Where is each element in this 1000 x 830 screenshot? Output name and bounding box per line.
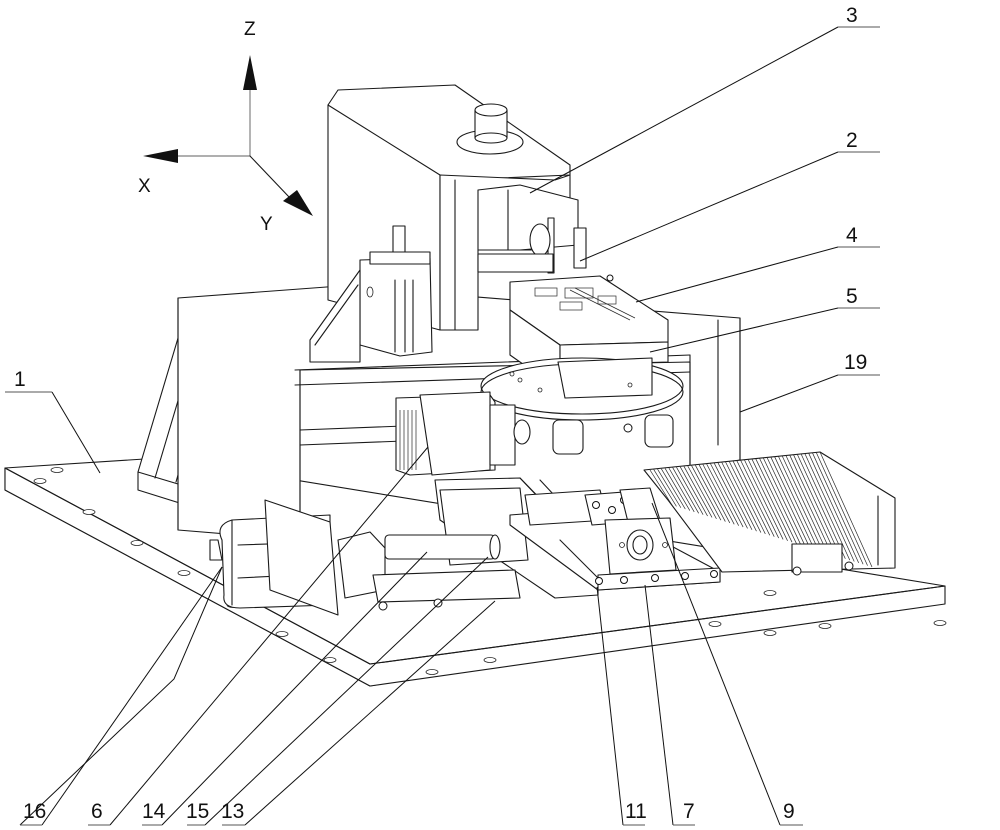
- rotary-disc: [480, 357, 684, 455]
- vertical-slide: [309, 225, 433, 363]
- bellows-pleat: [747, 459, 788, 541]
- bellows-pleat: [713, 463, 748, 529]
- leader-15: [204, 556, 489, 826]
- leader-6: [109, 446, 429, 826]
- bellows-pleat: [766, 457, 811, 548]
- bellows-pleat: [725, 461, 762, 533]
- bellows-pleat: [710, 463, 744, 528]
- bellows-pleat: [774, 456, 819, 551]
- x-motor: [209, 499, 386, 616]
- bellows-pleat: [721, 462, 757, 532]
- callout-9: 9: [783, 800, 795, 823]
- bellows-pleat: [687, 465, 717, 519]
- callout-3: 3: [846, 4, 858, 27]
- bellows-pleat: [785, 455, 833, 555]
- probe-assembly: [477, 217, 587, 274]
- leader-2: [579, 151, 839, 262]
- bellows-pleat: [661, 468, 686, 510]
- bellows-pleat: [702, 464, 735, 525]
- bellows-pleat: [781, 455, 828, 554]
- fixture-details: [534, 274, 636, 321]
- leader-16: [19, 566, 223, 826]
- bellows-pleat: [808, 453, 859, 564]
- bellows-pleat: [815, 452, 868, 566]
- callout-13: 13: [221, 800, 244, 823]
- y-motor: [395, 391, 531, 476]
- bellows-pleat: [800, 453, 851, 561]
- bellows-pleat: [789, 455, 837, 557]
- bellows-pleat: [668, 467, 695, 513]
- callout-7: 7: [683, 800, 695, 823]
- bellows-pleat: [691, 465, 722, 521]
- leader-3: [529, 26, 839, 194]
- bellows-pleat: [732, 461, 771, 536]
- bellows-pleat: [763, 457, 806, 547]
- bellows-pleat: [819, 451, 873, 568]
- bellows-pleat: [679, 466, 708, 517]
- bellows-pleat: [812, 452, 864, 565]
- leader-4: [635, 246, 839, 303]
- bellows-pleat: [698, 464, 731, 524]
- callout-4: 4: [846, 224, 858, 247]
- bearing-block: [595, 487, 721, 591]
- bellows-pleat: [759, 458, 802, 546]
- callout-2: 2: [846, 129, 858, 152]
- callout-19: 19: [844, 351, 867, 374]
- bellows-pleat: [695, 465, 726, 522]
- leader-9: [651, 502, 781, 826]
- callout-14: 14: [142, 800, 166, 823]
- bellows-pleat: [736, 460, 775, 537]
- callouts: 3 2 4 5 19 1 16 6 14 15 13: [5, 4, 880, 826]
- bellows-pleat: [706, 463, 739, 526]
- bellows-pleat: [797, 454, 846, 559]
- y-arrow-icon: [283, 190, 313, 216]
- leader-7: [644, 584, 674, 826]
- bellows-pleat: [653, 469, 677, 507]
- bellows-pleat: [755, 458, 797, 544]
- bellows-pleat: [793, 454, 842, 558]
- bellows-pleat: [804, 453, 855, 562]
- callout-5: 5: [846, 285, 858, 308]
- bellows-pleat: [657, 469, 682, 508]
- shaft-tube: [372, 534, 521, 611]
- y-axis-label: Y: [260, 214, 273, 235]
- bellows-cover: [643, 451, 896, 576]
- bellows-pleats: [649, 451, 873, 568]
- bellows-pleat: [740, 460, 779, 539]
- z-arrow-icon: [243, 55, 257, 90]
- y-axis-line: [249, 155, 291, 199]
- callout-15: 15: [186, 800, 209, 823]
- bellows-pleat: [649, 469, 673, 506]
- leader-1: [51, 391, 101, 474]
- callout-16: 16: [23, 800, 46, 823]
- bellows-pleat: [778, 456, 824, 552]
- bellows-pleat: [751, 459, 793, 543]
- leader-14: [161, 551, 428, 826]
- bellows-pleat: [676, 467, 704, 515]
- z-axis-label: Z: [244, 19, 256, 40]
- bellows-pleat: [770, 457, 815, 550]
- bellows-pleat: [664, 468, 691, 511]
- bellows-pleat: [744, 459, 784, 540]
- leader-11: [596, 586, 624, 826]
- leader-5: [649, 307, 839, 353]
- bellows-pleat: [729, 461, 766, 535]
- coordinate-axes: Z X Y: [138, 19, 313, 235]
- leader-16b: [41, 566, 223, 826]
- leader-19: [739, 374, 839, 413]
- x-axis-label: X: [138, 176, 151, 197]
- callout-6: 6: [91, 800, 103, 823]
- bellows-pleat: [717, 462, 753, 530]
- x-arrow-icon: [143, 149, 178, 163]
- callout-1: 1: [14, 368, 26, 391]
- callout-11: 11: [625, 800, 647, 823]
- bellows-pleat: [683, 466, 713, 518]
- bellows-pleat: [672, 467, 699, 514]
- leader-13: [244, 600, 496, 826]
